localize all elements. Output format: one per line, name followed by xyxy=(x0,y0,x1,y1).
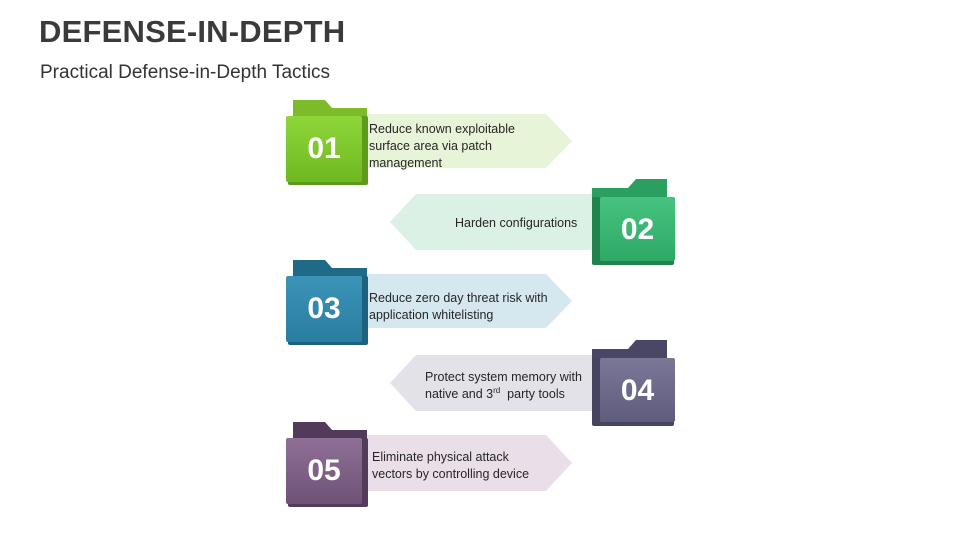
step-04-number: 04 xyxy=(620,374,655,407)
step-04-graphic xyxy=(390,340,675,426)
step-05-text: Eliminate physical attack vectors by con… xyxy=(372,450,530,481)
step-04-text: Protect system memory with native and 3r… xyxy=(425,369,597,403)
slide-subtitle: Practical Defense-in-Depth Tactics xyxy=(40,62,331,83)
step-04-text-superscript: rd xyxy=(493,385,501,395)
step-02-folder-body xyxy=(600,197,675,261)
step-05-number: 05 xyxy=(307,454,341,487)
step-03-number: 03 xyxy=(307,292,341,325)
step-01-arrow xyxy=(364,114,572,168)
step-03-text: Reduce zero day threat risk with applica… xyxy=(369,291,548,322)
step-01-folder-body xyxy=(286,116,362,182)
step-02: 02 Harden configurations xyxy=(388,177,680,269)
step-01-number: 01 xyxy=(307,132,341,165)
step-04: 04 Protect system memory with native and… xyxy=(388,338,680,430)
step-02-text: Harden configurations xyxy=(455,216,578,230)
step-05: 05 Eliminate physical attack vectors by … xyxy=(280,418,580,510)
step-04-arrow xyxy=(390,355,600,411)
step-05-arrow xyxy=(364,435,572,491)
step-02-arrow xyxy=(390,194,600,250)
step-02-graphic xyxy=(390,179,675,265)
step-04-folder-body xyxy=(600,358,675,422)
step-02-number: 02 xyxy=(620,213,655,246)
step-03-graphic xyxy=(286,260,572,345)
step-04-text-main: Protect system memory with native and 3 xyxy=(425,370,582,401)
step-05-graphic xyxy=(286,422,572,507)
step-03: 03 Reduce zero day threat risk with appl… xyxy=(280,256,580,348)
step-05-folder-body xyxy=(286,438,362,504)
step-03-folder-body xyxy=(286,276,362,342)
slide-title: DEFENSE-IN-DEPTH xyxy=(39,14,346,49)
step-04-text-tail: party tools xyxy=(500,387,565,401)
step-01-text: Reduce known exploitable surface area vi… xyxy=(369,122,515,170)
step-03-arrow xyxy=(364,274,572,328)
step-01-graphic xyxy=(286,100,572,185)
step-01: 01 Reduce known exploitable surface area… xyxy=(280,96,580,188)
